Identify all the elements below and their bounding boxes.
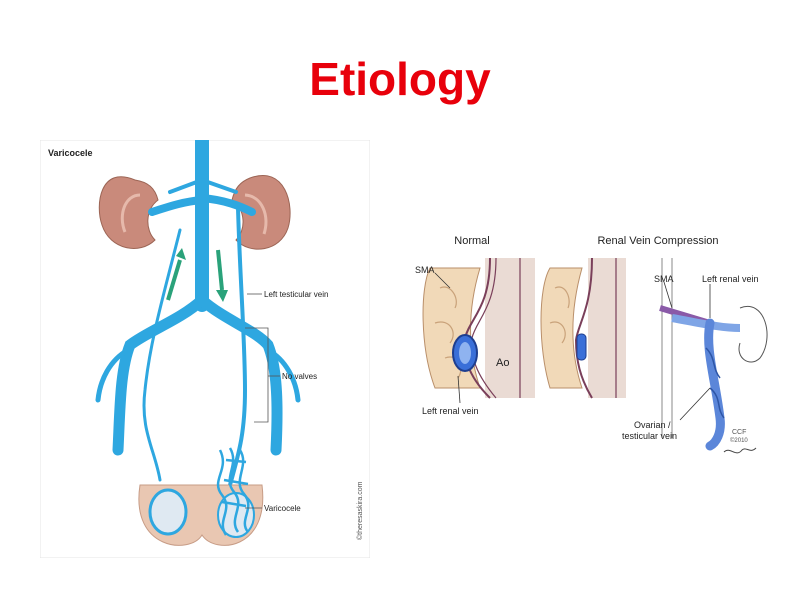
compression-sma-label: SMA <box>654 274 674 284</box>
varicocele-illustration: Varicocele <box>40 140 370 558</box>
ovarian-testicular-vein-label-1: Ovarian / <box>634 420 671 430</box>
compressed-renal-vein <box>577 334 586 360</box>
no-valves-label: No valves <box>282 372 317 381</box>
ovarian-testicular-vein-label-2: testicular vein <box>622 431 677 441</box>
varicocele-label: Varicocele <box>264 504 301 513</box>
normal-heading: Normal <box>454 235 489 247</box>
normal-ao-label: Ao <box>496 357 509 369</box>
normal-left-renal-vein-label: Left renal vein <box>422 406 479 416</box>
compression-heading: Renal Vein Compression <box>597 235 718 247</box>
right-testis <box>150 490 186 534</box>
compression-cross-section <box>541 258 626 398</box>
artist-signature <box>724 448 756 453</box>
ccf-label: CCF <box>732 429 746 436</box>
compression-anatomy <box>660 258 767 446</box>
renal-vein-compression-illustration: Normal SMA Ao Left renal vein Renal Vein… <box>410 228 780 468</box>
normal-sma-label: SMA <box>415 265 435 275</box>
illustration-credit: ©theresaskira.com <box>356 481 364 540</box>
normal-cross-section <box>423 258 535 398</box>
varicocele-heading: Varicocele <box>48 148 93 158</box>
compression-left-renal-vein-label: Left renal vein <box>702 274 759 284</box>
ccf-year-label: ©2010 <box>730 437 748 444</box>
slide-title: Etiology <box>0 52 800 106</box>
left-testicular-vein-label: Left testicular vein <box>264 290 328 299</box>
